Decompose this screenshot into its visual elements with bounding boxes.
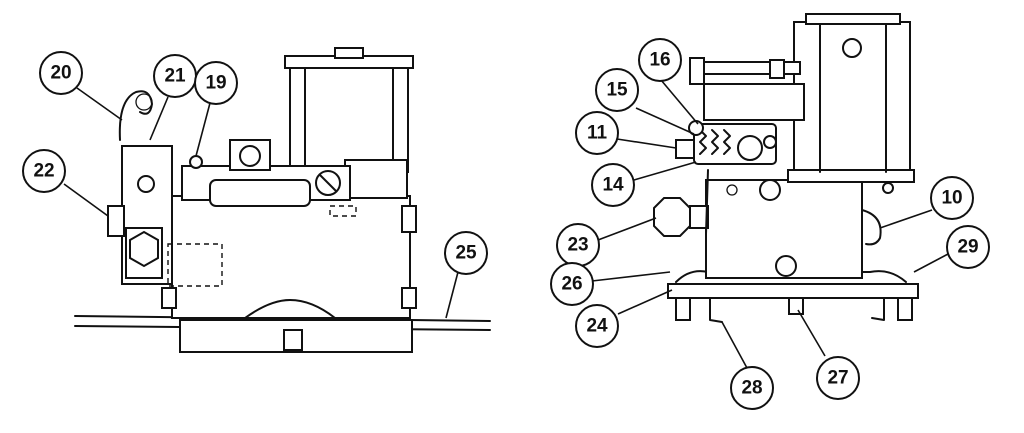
callout-14: 14	[591, 163, 635, 207]
leader-11	[616, 138, 677, 149]
bolt-23-thread	[689, 205, 709, 229]
callout-27-label: 27	[827, 368, 848, 389]
left-body-nut-lower	[161, 287, 177, 309]
callout-27: 27	[816, 356, 860, 400]
callout-20-label: 20	[50, 63, 71, 84]
leader-27	[797, 309, 826, 357]
leader-lines	[63, 79, 949, 369]
bracket-screw-icon	[137, 175, 155, 193]
spring-14-coils	[699, 129, 731, 155]
callout-26: 26	[550, 262, 594, 306]
callout-25: 25	[444, 231, 488, 275]
hex-nut-icon	[129, 230, 159, 268]
upper-cap-knob	[334, 47, 364, 59]
leader-22	[63, 183, 109, 217]
spring-screw-icon	[763, 135, 777, 149]
housing-foot-screw-icon	[882, 182, 894, 194]
spring-adjust-knob-icon	[737, 135, 763, 161]
body-hole-icon	[726, 184, 738, 196]
leader-15	[635, 107, 695, 135]
hidden-slot	[329, 205, 357, 217]
callout-19: 19	[194, 61, 238, 105]
callout-16: 16	[638, 38, 682, 82]
screw-19-head	[189, 155, 203, 169]
base-wire-left	[709, 297, 723, 323]
body-bottom-bolt-icon	[775, 255, 797, 277]
arm-shaft-collar	[769, 59, 785, 79]
callout-15: 15	[595, 68, 639, 112]
callout-24: 24	[575, 304, 619, 348]
callout-26-label: 26	[561, 274, 582, 295]
roller-carriage	[209, 179, 311, 207]
callout-24-label: 24	[586, 316, 608, 337]
upper-housing-foot	[787, 169, 915, 183]
ground-wire	[118, 90, 153, 141]
right-side-block	[344, 159, 408, 199]
roller-nut-bolt-icon	[239, 145, 261, 167]
spring-stop-11	[675, 139, 695, 159]
callout-22: 22	[22, 149, 66, 193]
callout-10-label: 10	[941, 188, 962, 209]
upper-housing-cap	[805, 13, 901, 25]
right-assembly-view	[653, 13, 919, 323]
base-foot-left	[675, 297, 691, 321]
callout-14-label: 14	[602, 175, 624, 196]
callout-23: 23	[556, 223, 600, 267]
base-center-nut	[788, 297, 804, 315]
wire-ring-icon	[135, 93, 153, 111]
leader-25	[445, 271, 459, 319]
right-body-nut-lower	[401, 287, 417, 309]
callout-23-label: 23	[567, 235, 588, 256]
leader-19	[195, 102, 211, 157]
callout-25-label: 25	[455, 243, 477, 264]
body-front-bolt-icon	[759, 179, 781, 201]
callout-29: 29	[946, 225, 990, 269]
leader-14	[633, 161, 697, 181]
callout-11-label: 11	[587, 123, 608, 144]
hidden-terminal-box	[167, 243, 223, 287]
base-arch-bracket	[244, 299, 336, 319]
callout-28-label: 28	[741, 378, 762, 399]
callout-22-label: 22	[33, 161, 54, 182]
leader-28	[721, 321, 748, 369]
callout-21-label: 21	[164, 66, 186, 87]
housing-screw-icon	[842, 38, 862, 58]
right-body-nut-upper	[401, 205, 417, 233]
callout-21: 21	[153, 54, 197, 98]
callout-15-label: 15	[606, 80, 628, 101]
hex-bolt-23-icon	[653, 197, 691, 237]
callout-16-label: 16	[649, 50, 670, 71]
left-assembly-view	[74, 47, 491, 353]
leader-10	[879, 209, 933, 229]
callout-10: 10	[930, 176, 974, 220]
leader-21	[149, 96, 169, 141]
callout-11: 11	[575, 111, 619, 155]
nut-22	[107, 205, 125, 237]
base-foot-right	[897, 297, 913, 321]
adjust-screw-slot	[319, 174, 337, 192]
callout-28: 28	[730, 366, 774, 410]
body-left-edge	[705, 169, 709, 235]
callout-20: 20	[39, 51, 83, 95]
side-clip-10	[861, 209, 882, 246]
bottom-nut	[283, 329, 303, 351]
leader-16	[660, 79, 699, 125]
callout-19-label: 19	[205, 73, 226, 94]
leader-23	[597, 217, 657, 241]
leader-20	[76, 87, 123, 121]
leader-26	[591, 271, 671, 282]
leader-24	[617, 289, 673, 315]
lever-block	[703, 83, 805, 121]
base-wire-right	[871, 297, 885, 321]
arm-shaft-end	[689, 57, 705, 85]
callout-29-label: 29	[957, 237, 978, 258]
leader-29	[913, 253, 949, 273]
upper-housing	[289, 61, 409, 173]
base-plate	[667, 283, 919, 299]
